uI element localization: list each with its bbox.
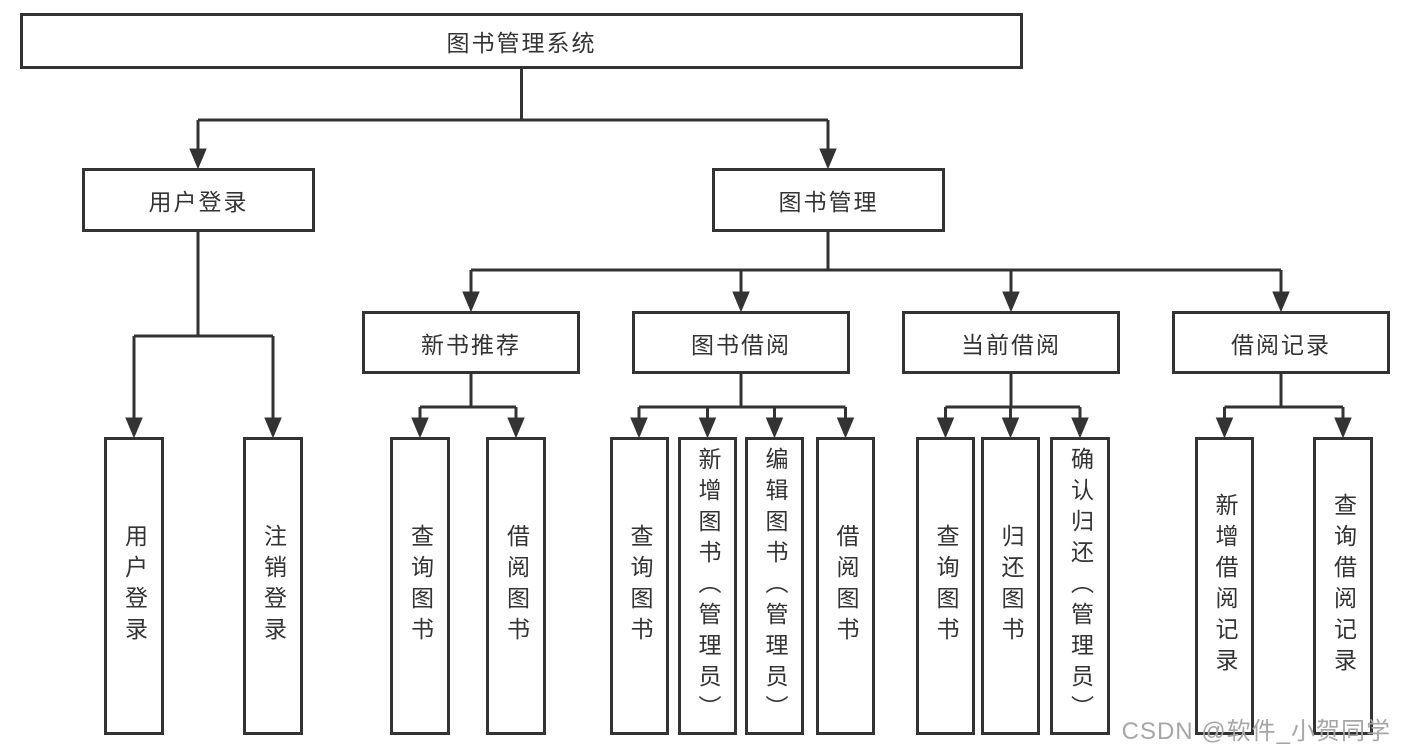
leaf-label: 查询借阅记录 [1330,493,1357,679]
connector-root-to-level2 [189,67,837,170]
node-book-borrowing: 图书借阅 [632,311,850,374]
leaf-label: 查询图书 [407,524,434,648]
leaf-label: 归还图书 [998,524,1024,648]
leaf-edit-books-admin: 编辑图书（管理员） [745,437,804,735]
node-book-management: 图书管理 [712,168,945,232]
leaf-add-books-admin: 新增图书（管理员） [678,437,737,735]
csdn-watermark: CSDN @软件_小贺同学 [1121,718,1391,745]
leaf-return-books: 归还图书 [981,437,1040,735]
connector-new-book-recommendation-to-leaves [411,374,525,439]
leaf-label: 确认归还（管理员） [1067,446,1094,726]
connector-book-borrowing-to-leaves [630,374,855,439]
leaf-logout: 注销登录 [243,437,303,735]
leaf-label: 新增借阅记录 [1212,493,1238,679]
leaf-label: 借阅图书 [503,524,530,648]
connector-borrowing-records-to-leaves [1215,374,1352,439]
node-library-management-system: 图书管理系统 [20,13,1023,69]
leaf-label: 注销登录 [260,524,287,648]
leaf-search-books-borrowing: 查询图书 [610,437,669,735]
node-user-login: 用户登录 [82,168,315,232]
connector-user-login-to-leaves [125,232,282,439]
leaf-add-borrow-record: 新增借阅记录 [1195,437,1254,735]
leaf-label: 查询图书 [933,524,959,648]
leaf-label: 新增图书（管理员） [695,446,721,726]
leaf-borrow-books: 借阅图书 [816,437,875,735]
leaf-search-borrow-record: 查询借阅记录 [1313,437,1373,735]
leaf-label: 用户登录 [121,524,148,648]
connector-book-management-to-level3 [462,232,1290,313]
leaf-label: 编辑图书（管理员） [762,446,788,726]
leaf-label: 查询图书 [627,524,653,648]
leaf-label: 借阅图书 [833,524,859,648]
leaf-borrow-books-recommend: 借阅图书 [486,437,546,735]
node-current-borrowing: 当前借阅 [902,311,1120,374]
node-new-book-recommendation: 新书推荐 [362,311,580,374]
leaf-search-books-current: 查询图书 [916,437,975,735]
connector-current-borrowing-to-leaves [936,374,1089,439]
leaf-user-login: 用户登录 [104,437,164,735]
leaf-confirm-return-admin: 确认归还（管理员） [1050,437,1110,735]
leaf-search-books-recommend: 查询图书 [390,437,450,735]
node-borrowing-records: 借阅记录 [1172,311,1390,374]
